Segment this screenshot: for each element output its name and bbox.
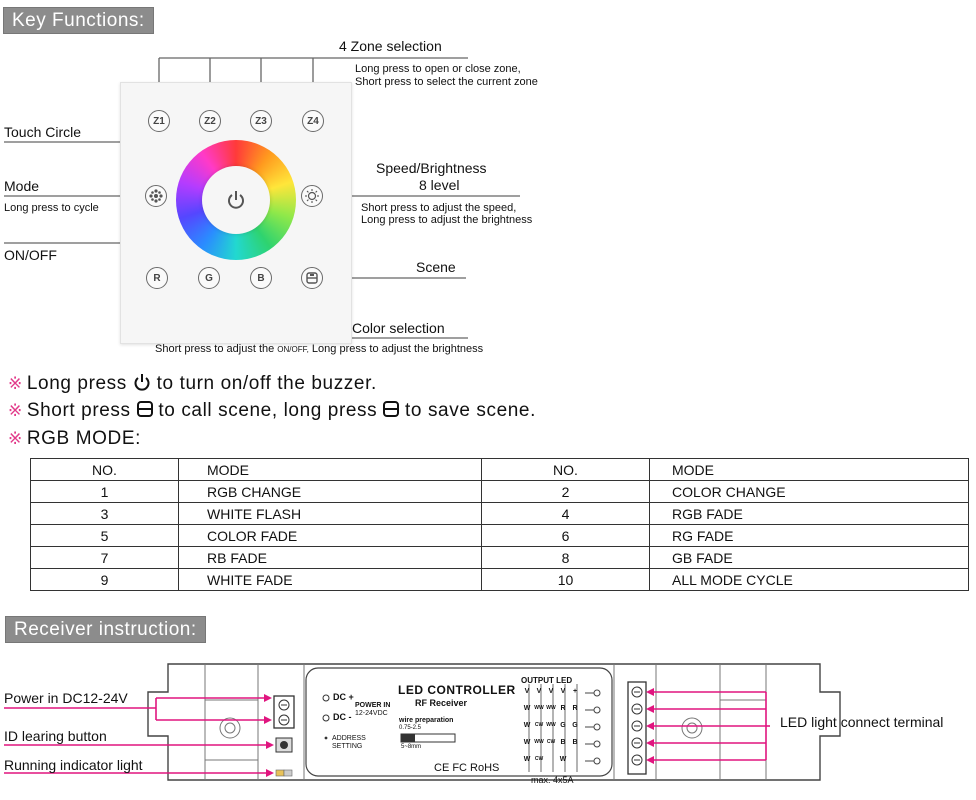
speed-desc-2: Long press to adjust the brightness — [361, 214, 533, 226]
mode-desc: Long press to cycle — [4, 202, 99, 214]
output-led-label: OUTPUT LED — [521, 676, 573, 685]
zone-selection-desc-1: Long press to open or close zone, — [355, 63, 521, 75]
led-terminal-label: LED light connect terminal — [780, 714, 944, 730]
table-cell: 2 — [481, 480, 650, 503]
scene-label: Scene — [416, 259, 456, 275]
wire-size-label: 0.75-2.5 — [399, 725, 422, 731]
table-row: 3 WHITE FLASH 4 RGB FADE — [30, 502, 969, 525]
save-icon — [306, 272, 318, 284]
brightness-icon — [305, 189, 319, 203]
table-cell: 3 — [30, 502, 179, 525]
wire-length-label: 5~8mm — [401, 744, 422, 750]
table-cell: 7 — [30, 546, 179, 569]
zone-2-button[interactable]: Z2 — [199, 110, 221, 132]
rgb-mode-table: NO. MODE NO. MODE 1 RGB CHANGE 2 COLOR C… — [30, 458, 969, 591]
running-light-label: Running indicator light — [4, 757, 143, 773]
cert-logos: CE FC RoHS — [434, 762, 500, 774]
mode-button[interactable] — [145, 185, 167, 207]
table-cell: 8 — [481, 546, 650, 569]
table-cell: ALL MODE CYCLE — [649, 568, 969, 591]
touch-circle-label: Touch Circle — [4, 124, 82, 140]
onoff-label: ON/OFF — [4, 247, 57, 263]
zone-4-button[interactable]: Z4 — [302, 110, 324, 132]
power-vdc: 12-24VDC — [355, 710, 388, 717]
table-cell: 6 — [481, 524, 650, 547]
setting-label: SETTING — [332, 743, 363, 750]
power-icon — [134, 374, 150, 391]
note-buzzer: ※Long press to turn on/off the buzzer. — [8, 373, 377, 394]
zone-1-button[interactable]: Z1 — [148, 110, 170, 132]
table-cell: WHITE FLASH — [178, 502, 482, 525]
address-label: ADDRESS — [332, 735, 366, 742]
table-header: NO. — [481, 458, 650, 481]
speed-brightness-title: Speed/Brightness — [376, 160, 487, 176]
red-button[interactable]: R — [146, 267, 168, 289]
max-current-label: max. 4x5A — [531, 775, 574, 785]
table-cell: COLOR FADE — [178, 524, 482, 547]
table-cell: 4 — [481, 502, 650, 525]
zone-selection-title: 4 Zone selection — [339, 38, 442, 54]
color-selection-title: Color selection — [352, 320, 445, 336]
table-cell: 10 — [481, 568, 650, 591]
dc-plus-label: DC + — [333, 692, 354, 702]
table-cell: 5 — [30, 524, 179, 547]
scene-button[interactable] — [301, 267, 323, 289]
table-cell: WHITE FADE — [178, 568, 482, 591]
table-row: 5 COLOR FADE 6 RG FADE — [30, 524, 969, 547]
power-in-small: POWER IN — [355, 702, 391, 709]
controller-title: LED CONTROLLER — [398, 683, 516, 697]
key-functions-banner: Key Functions: — [3, 7, 154, 34]
dc-minus-label: DC - — [333, 712, 352, 722]
table-cell: RB FADE — [178, 546, 482, 569]
color-selection-desc: Short press to adjust the ON/OFF, Long p… — [155, 343, 484, 355]
green-button[interactable]: G — [198, 267, 220, 289]
table-cell: RGB FADE — [649, 502, 969, 525]
table-header-row: NO. MODE NO. MODE — [30, 458, 969, 481]
note-rgb-mode: ※RGB MODE: — [8, 428, 141, 449]
mode-icon — [149, 189, 163, 203]
table-cell: COLOR CHANGE — [649, 480, 969, 503]
table-header: NO. — [30, 458, 179, 481]
speed-brightness-button[interactable] — [301, 185, 323, 207]
controller-subtitle: RF Receiver — [415, 698, 468, 708]
table-row: 7 RB FADE 8 GB FADE — [30, 546, 969, 569]
table-row: 9 WHITE FADE 10 ALL MODE CYCLE — [30, 568, 969, 591]
id-button-label: ID learing button — [4, 728, 107, 744]
table-cell: RGB CHANGE — [178, 480, 482, 503]
zone-selection-desc-2: Short press to select the current zone — [355, 76, 538, 88]
receiver-instruction-banner: Receiver instruction: — [5, 616, 206, 643]
wire-prep-label: wire preparation — [399, 717, 454, 724]
power-icon — [228, 191, 244, 209]
table-cell: RG FADE — [649, 524, 969, 547]
save-icon — [383, 401, 400, 417]
zone-3-button[interactable]: Z3 — [250, 110, 272, 132]
mode-label: Mode — [4, 178, 40, 194]
speed-desc-1: Short press to adjust the speed, — [361, 202, 517, 214]
note-scene: ※Short press to call scene, long press t… — [8, 400, 536, 421]
table-header: MODE — [649, 458, 969, 481]
blue-button[interactable]: B — [250, 267, 272, 289]
table-cell: GB FADE — [649, 546, 969, 569]
table-header: MODE — [178, 458, 482, 481]
power-in-label: Power in DC12-24V — [4, 690, 128, 706]
speed-level: 8 level — [419, 177, 460, 193]
receiver-diagram — [4, 663, 841, 781]
table-cell: 1 — [30, 480, 179, 503]
table-cell: 9 — [30, 568, 179, 591]
save-icon — [136, 401, 153, 417]
table-row: 1 RGB CHANGE 2 COLOR CHANGE — [30, 480, 969, 503]
